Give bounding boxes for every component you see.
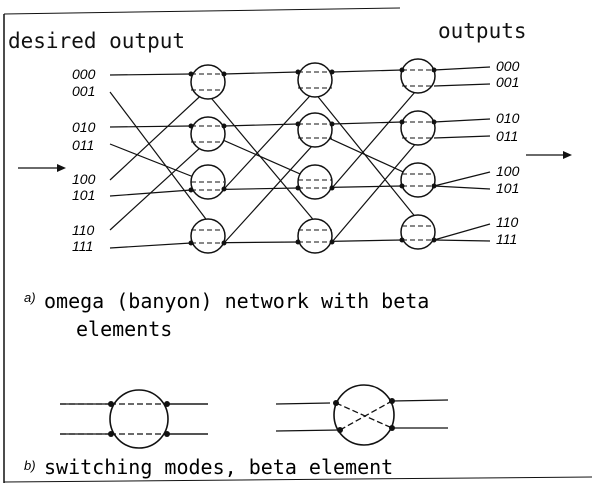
output-arrow	[526, 151, 572, 159]
input-label: 110	[72, 222, 95, 238]
caption-a-marker: a)	[24, 290, 36, 305]
beta-element	[399, 58, 437, 94]
input-label: 111	[72, 238, 93, 254]
output-label: 110	[496, 214, 519, 230]
beta-element	[295, 62, 335, 98]
beta-element	[188, 164, 227, 200]
beta-element	[295, 218, 335, 254]
input-label: 011	[72, 137, 94, 153]
beta-element	[399, 214, 437, 250]
output-label: 101	[496, 180, 519, 196]
beta-element	[188, 218, 227, 254]
beta-element	[188, 116, 227, 152]
output-label: 010	[496, 110, 520, 126]
bottom-frame-line	[3, 476, 592, 483]
beta-element-cross-mode	[275, 384, 449, 446]
output-label: 011	[496, 128, 518, 144]
beta-element	[295, 112, 335, 148]
input-label: 000	[72, 66, 96, 82]
input-label: 100	[72, 171, 96, 187]
beta-element	[188, 64, 227, 100]
caption-b-marker: b)	[24, 458, 36, 473]
top-frame-line	[3, 7, 401, 15]
output-label: 111	[496, 231, 517, 247]
input-arrow	[18, 164, 66, 172]
outputs-heading: outputs	[438, 19, 527, 43]
stage1-wires	[190, 71, 333, 244]
output-label: 100	[496, 163, 520, 179]
caption-a-line2: elements	[76, 317, 172, 341]
beta-element-straight-mode	[60, 389, 208, 449]
input-label: 010	[72, 119, 96, 135]
input-label: 001	[72, 83, 95, 99]
caption-a-line1: omega (banyon) network with beta	[44, 289, 429, 313]
beta-element	[399, 110, 437, 146]
output-wires	[433, 66, 491, 242]
beta-element	[399, 162, 437, 198]
output-label: 001	[496, 74, 519, 90]
input-label: 101	[72, 187, 95, 203]
desired-output-heading: desired output	[8, 29, 185, 53]
caption-b-text: switching modes, beta element	[44, 455, 393, 479]
output-label: 000	[496, 58, 520, 74]
beta-element	[295, 164, 335, 200]
